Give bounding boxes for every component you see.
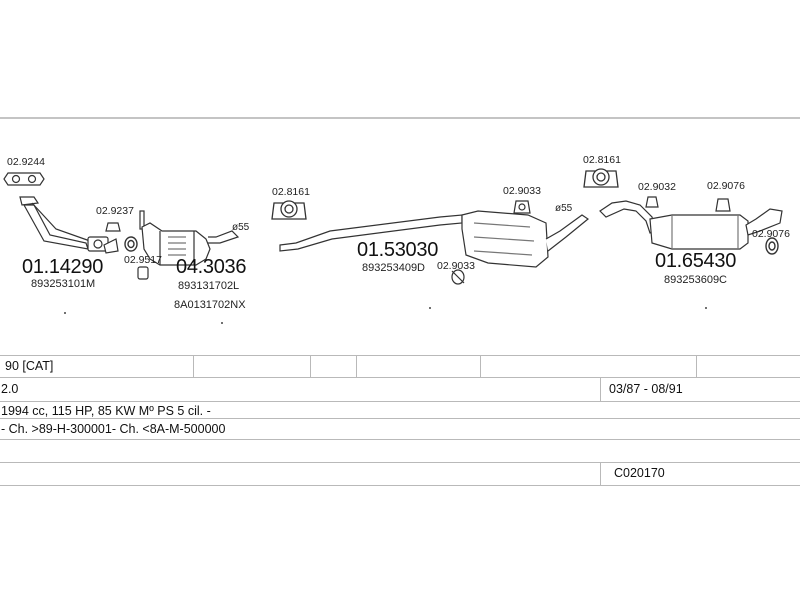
gasket-9237-icon [103,222,121,254]
clamp-9033a-code: 02.9033 [503,185,541,197]
clamp-9076a-code: 02.9076 [707,180,745,192]
table-rule [0,401,800,402]
chassis-range-cell: - Ch. >89-H-300001- Ch. <8A-M-500000 [1,422,226,436]
clamp-9076a-icon [715,198,731,212]
table-rule [0,377,800,378]
gasket-9244-icon [3,172,45,186]
clamp-9076b-icon [765,237,779,255]
marker-dot [64,312,66,314]
middle-silencer-icon [279,210,590,268]
ring-9517-icon [124,236,138,252]
catalyst-code: 04.3036 [176,256,247,278]
marker-dot [221,322,223,324]
hanger-8161b-icon [583,168,619,188]
clamp-9032-code: 02.9032 [638,181,676,193]
marker-dot [429,307,431,309]
catalyst-oem-1: 893131702L [178,280,240,292]
gasket-9244-code: 02.9244 [7,156,45,168]
date-range-cell: 03/87 - 08/91 [609,382,683,396]
reference-cell: C020170 [614,466,665,480]
ring-9517-code: 02.9517 [124,254,162,266]
table-divider [193,355,194,377]
rear-silencer-oem: 893253609C [664,274,728,286]
table-rule [0,418,800,419]
front-pipe-code: 01.14290 [22,256,104,278]
table-rule [0,462,800,463]
table-rule [0,355,800,356]
clamp-9033a-icon [513,200,531,214]
hanger-8161a-icon [271,200,307,220]
clamp-9032-icon [645,196,659,208]
clamp-9076b-code: 02.9076 [752,228,790,240]
table-divider [480,355,481,377]
exhaust-system-diagram: 02.9244 02.9237 02.9517 01.14290 8932531… [0,119,800,355]
table-divider [600,377,601,401]
front-pipe-icon [19,196,109,252]
table-divider [600,462,601,485]
catalyst-oem-2: 8A0131702NX [174,299,246,311]
engine-spec-cell: 1994 cc, 115 HP, 85 KW Mº PS 5 cil. - [1,404,211,418]
diameter-55a: ø55 [232,222,250,233]
hanger-8161a-code: 02.8161 [272,186,310,198]
rear-silencer-icon [599,200,783,250]
diameter-55b: ø55 [555,203,573,214]
rear-silencer-code: 01.65430 [655,250,737,272]
clamp-9033b-code: 02.9033 [437,260,475,272]
engine-cell: 2.0 [1,382,19,396]
model-cell: 90 [CAT] [5,359,54,373]
clamp-9517-icon [137,210,149,280]
middle-silencer-oem: 893253409D [362,262,426,274]
middle-silencer-code: 01.53030 [357,239,439,261]
clamp-9033b-icon [451,269,465,285]
table-divider [696,355,697,377]
marker-dot [705,307,707,309]
table-divider [310,355,311,377]
catalytic-converter-icon [141,222,240,266]
table-divider [356,355,357,377]
front-pipe-oem: 893253101M [31,278,96,290]
table-rule [0,485,800,486]
exhaust-drawing [3,168,783,285]
gasket-9237-code: 02.9237 [96,205,134,217]
table-rule [0,439,800,440]
frame-top-border [0,117,800,119]
hanger-8161b-code: 02.8161 [583,154,621,166]
